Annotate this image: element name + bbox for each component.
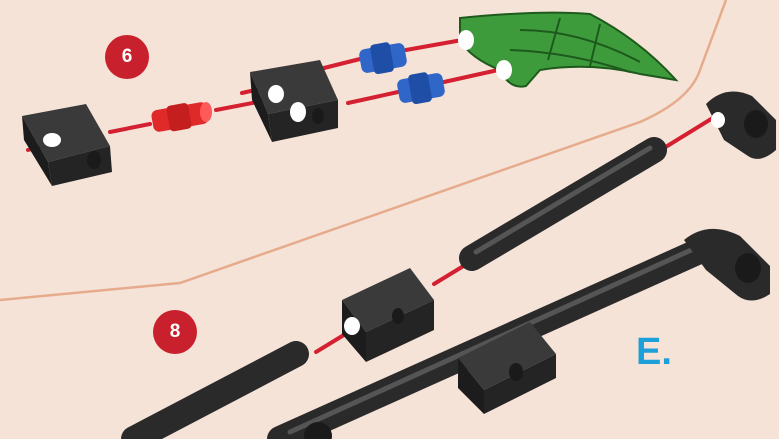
step-number-badge-6: 6 [105,35,149,79]
connector-block-left [22,104,112,186]
blue-axle-peg-top [358,42,407,75]
section-label: E. [636,331,672,374]
elbow-connector-top [706,92,776,159]
blue-axle-peg-bottom [396,72,445,105]
green-leaf-piece [458,13,676,87]
step-number: 8 [170,321,181,343]
rod-upper [472,148,654,258]
step-number: 6 [122,46,133,68]
double-connector-block [250,60,338,142]
connector-block-middle [342,268,434,362]
red-axle-peg [151,101,212,132]
step-number-badge-8: 8 [153,310,197,354]
rod-short-left [134,354,296,439]
